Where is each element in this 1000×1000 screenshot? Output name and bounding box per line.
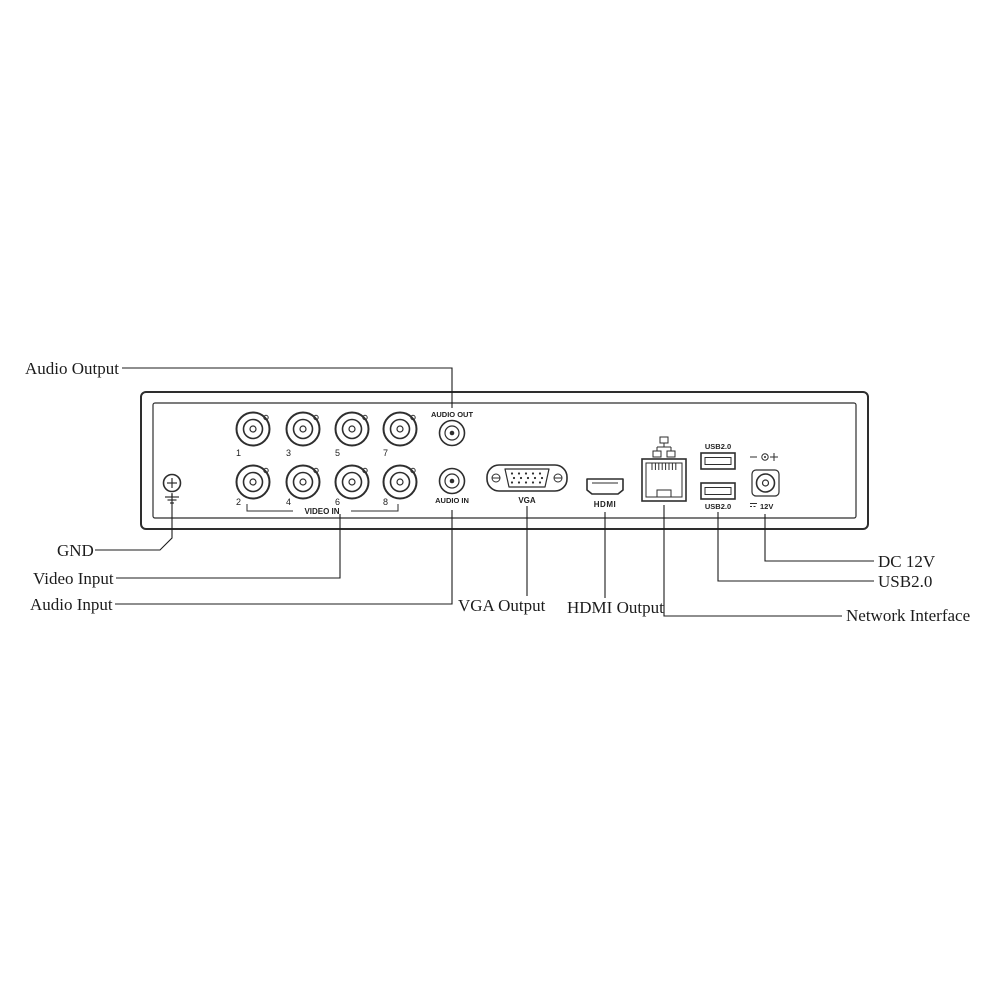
leader-usb xyxy=(717,512,874,582)
bnc-number-7: 7 xyxy=(383,448,388,458)
vga-pins xyxy=(510,472,544,484)
usb-port-top xyxy=(700,452,736,470)
audio-in-label: AUDIO IN xyxy=(435,496,469,505)
usb-top-label: USB2.0 xyxy=(705,442,731,451)
bnc-number-4: 4 xyxy=(286,497,291,507)
usb-port-bottom xyxy=(700,482,736,500)
bnc-connector-7 xyxy=(382,411,418,447)
audio-out-label: AUDIO OUT xyxy=(431,410,474,419)
device-panel xyxy=(140,391,869,530)
bnc-connector-3 xyxy=(285,411,321,447)
video-in-label: VIDEO IN xyxy=(304,507,339,516)
bnc-number-8: 8 xyxy=(383,497,388,507)
callout-audio-input: Audio Input xyxy=(30,595,113,614)
leader-dc-12v xyxy=(764,514,874,562)
bnc-connector-5 xyxy=(334,411,370,447)
callout-video-input: Video Input xyxy=(33,569,114,588)
ethernet-port xyxy=(641,458,687,502)
bnc-number-3: 3 xyxy=(286,448,291,458)
dc-power-jack xyxy=(751,469,780,497)
vga-label: VGA xyxy=(518,496,536,505)
callout-vga-output: VGA Output xyxy=(458,596,546,615)
bnc-connector-6 xyxy=(334,464,370,500)
dc-symbol xyxy=(750,503,757,507)
leader-audio-input xyxy=(115,510,453,605)
leader-video-input xyxy=(116,514,341,579)
vga-port xyxy=(486,464,568,492)
bnc-number-1: 1 xyxy=(236,448,241,458)
leader-gnd xyxy=(95,494,173,551)
hdmi-label: HDMI xyxy=(594,500,616,509)
network-icon xyxy=(652,436,676,458)
callout-network-interface: Network Interface xyxy=(846,606,970,625)
usb-bottom-label: USB2.0 xyxy=(705,502,731,511)
bnc-connector-4 xyxy=(285,464,321,500)
callout-usb: USB2.0 xyxy=(878,572,932,591)
bnc-connector-8 xyxy=(382,464,418,500)
audio-in-connector xyxy=(438,467,466,495)
hdmi-port xyxy=(586,478,624,495)
gnd-screw xyxy=(162,473,182,493)
bnc-number-6: 6 xyxy=(335,497,340,507)
leader-audio-output xyxy=(122,367,453,408)
callout-audio-output: Audio Output xyxy=(25,359,119,378)
bnc-connector-1 xyxy=(235,411,271,447)
callout-hdmi-output: HDMI Output xyxy=(567,598,664,617)
video-in-bracket xyxy=(246,504,399,512)
callout-gnd: GND xyxy=(57,541,94,560)
dc-12v-port-label: 12V xyxy=(760,502,773,511)
leader-network-interface xyxy=(663,505,842,617)
callout-dc-12v: DC 12V xyxy=(878,552,936,571)
polarity-icon xyxy=(750,453,778,461)
bnc-number-5: 5 xyxy=(335,448,340,458)
bnc-number-2: 2 xyxy=(236,497,241,507)
bnc-connector-2 xyxy=(235,464,271,500)
audio-out-connector xyxy=(438,419,466,447)
